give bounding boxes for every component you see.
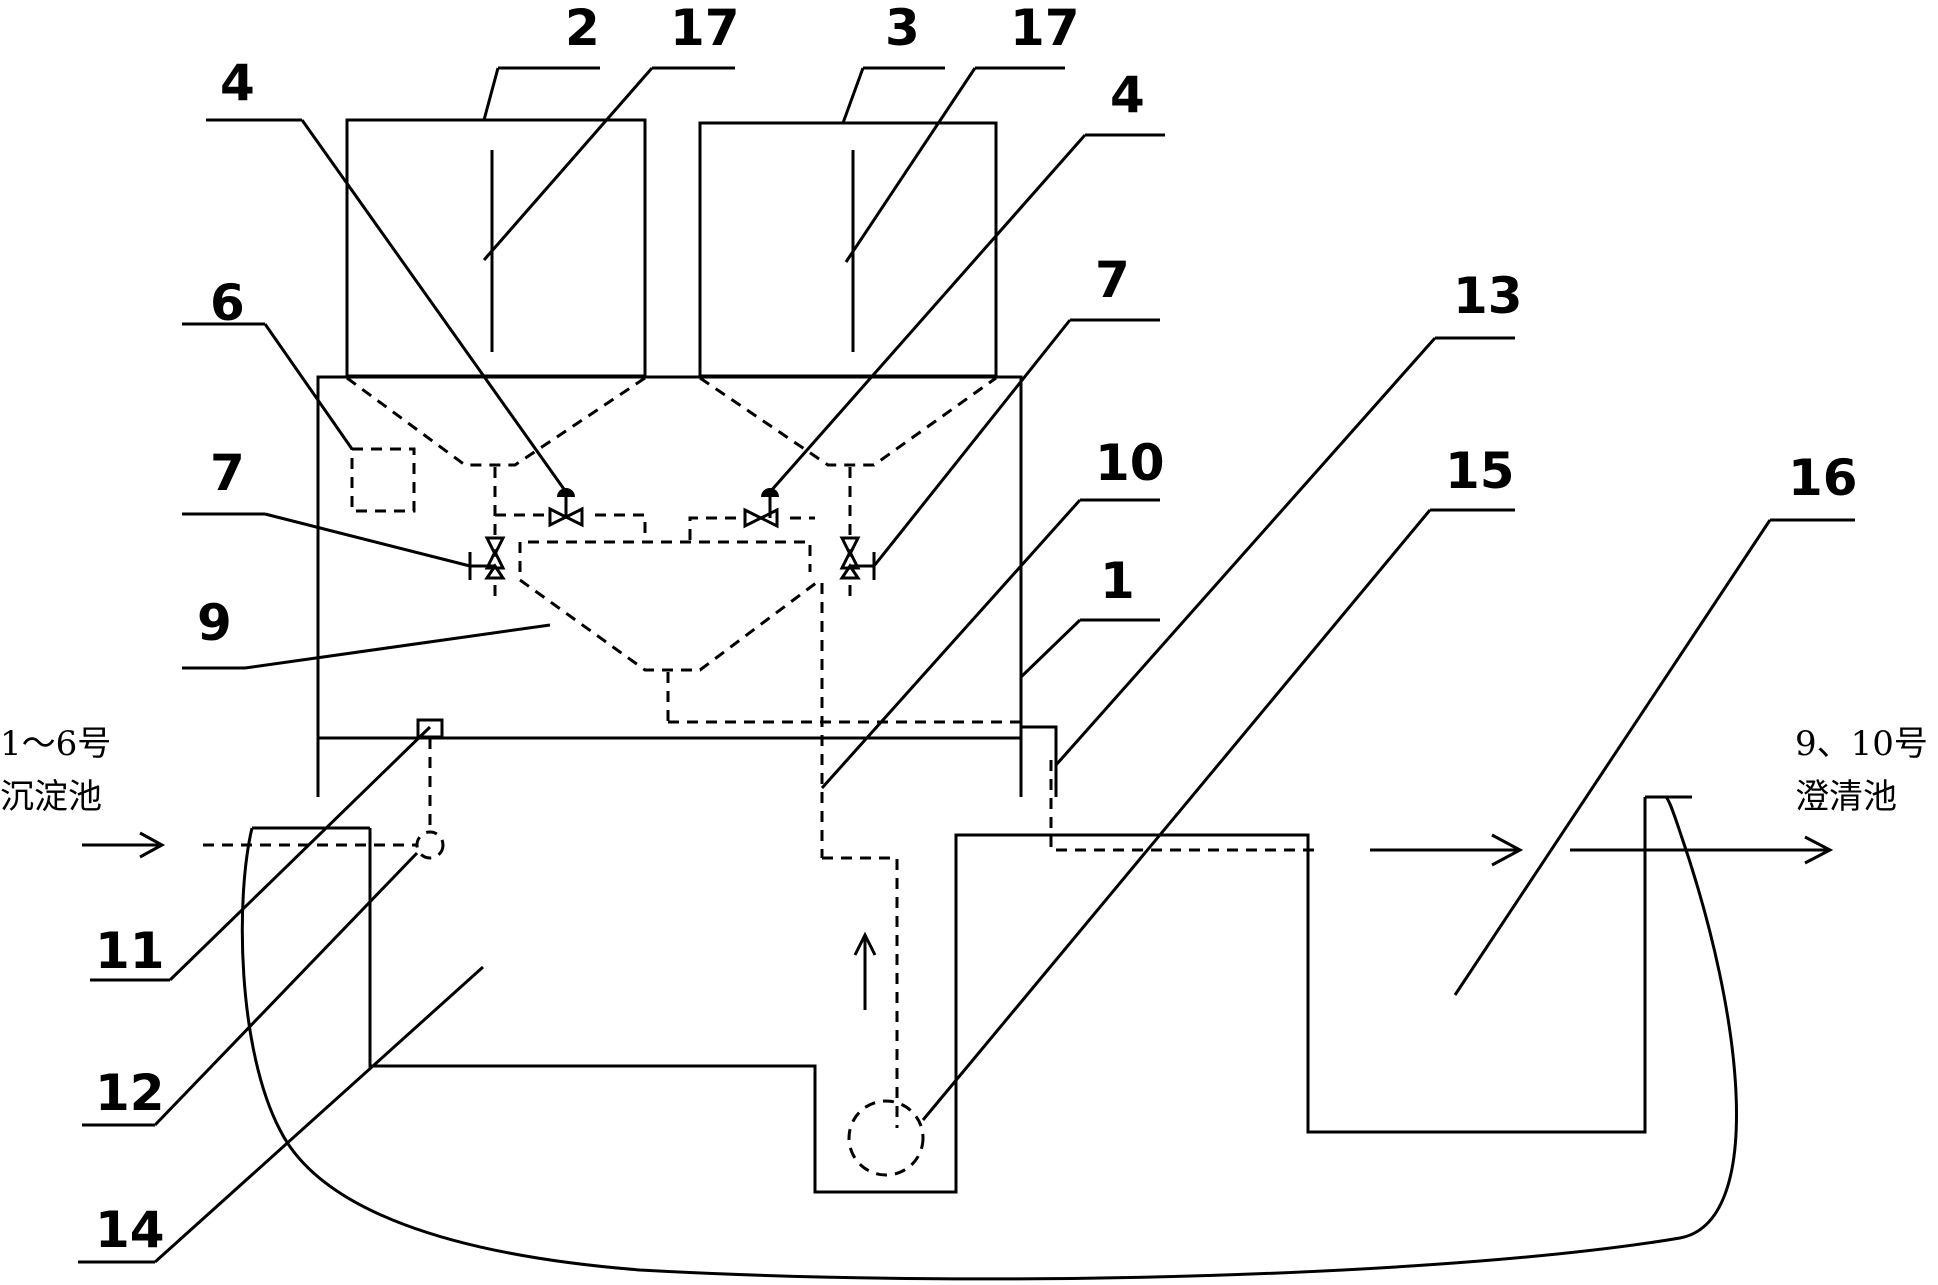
label-4a: 4	[220, 54, 255, 112]
pipe-10-riser	[822, 856, 899, 1128]
label-1: 1	[1100, 552, 1135, 610]
leader-6b	[263, 323, 354, 450]
leader-10b	[820, 498, 1082, 790]
leader-4bb	[768, 134, 1087, 493]
inlet-line1: 1～6号	[0, 724, 111, 764]
label-12: 12	[95, 1064, 165, 1122]
hopper-right	[699, 376, 997, 467]
leader-13b	[1054, 337, 1437, 766]
label-4b: 4	[1110, 66, 1145, 124]
outer-channel	[240, 795, 1738, 1281]
leader-12b	[153, 851, 419, 1127]
label-13: 13	[1453, 267, 1523, 325]
leader-3b	[841, 67, 865, 124]
basin-14-outline	[368, 797, 1647, 1194]
leader-17bb	[844, 67, 977, 263]
valve-7-left	[468, 536, 506, 580]
flow-arrow-to-16	[1370, 833, 1524, 867]
valve-4-right	[743, 488, 779, 529]
hopper-left	[346, 376, 646, 467]
right-branch	[688, 516, 740, 540]
leader-14b	[153, 965, 485, 1264]
label-9: 9	[197, 594, 232, 652]
label-2: 2	[565, 0, 600, 57]
pipe-13-to-16	[1049, 760, 1320, 852]
left-branch-2	[595, 513, 647, 540]
valve-7-right	[839, 536, 876, 580]
control-box-6	[350, 447, 416, 513]
collector-9-funnel	[519, 578, 821, 672]
label-11: 11	[95, 922, 165, 980]
inlet-line2: 沉淀池	[0, 777, 102, 817]
sensor-11	[416, 718, 444, 739]
unit-3-box	[698, 121, 998, 378]
label-14: 14	[95, 1201, 165, 1259]
leader-2b	[482, 67, 500, 121]
outlet-line2: 澄清池	[1795, 777, 1897, 817]
label-7a: 7	[210, 444, 245, 502]
label-15: 15	[1445, 442, 1515, 500]
leader-1b	[1019, 618, 1082, 679]
label-7b: 7	[1095, 251, 1130, 309]
outflow-arrow	[1570, 835, 1834, 865]
leader-17ab	[482, 67, 654, 261]
outlet-line1: 9、10号	[1795, 724, 1928, 764]
leader-7ab	[264, 512, 471, 568]
up-arrow	[853, 931, 877, 1010]
inflow-arrow	[82, 831, 166, 859]
leader-4ab	[300, 119, 568, 493]
pipe-13-outline	[1021, 725, 1058, 797]
leader-11b	[168, 725, 432, 982]
leader-7bb	[872, 319, 1072, 567]
label-16: 16	[1788, 449, 1858, 507]
pump-15	[847, 1099, 925, 1177]
label-17a: 17	[670, 0, 740, 57]
label-10: 10	[1095, 434, 1165, 492]
valve-4-left	[548, 488, 584, 528]
leader-16b	[1453, 519, 1772, 996]
building-1-box	[316, 375, 1023, 740]
label-6: 6	[210, 274, 245, 332]
leader-15b	[921, 509, 1432, 1121]
leader-9b	[244, 623, 551, 670]
float-12	[415, 830, 445, 860]
label-3: 3	[885, 0, 920, 57]
collector-9	[518, 540, 812, 572]
label-17b: 17	[1010, 0, 1080, 57]
